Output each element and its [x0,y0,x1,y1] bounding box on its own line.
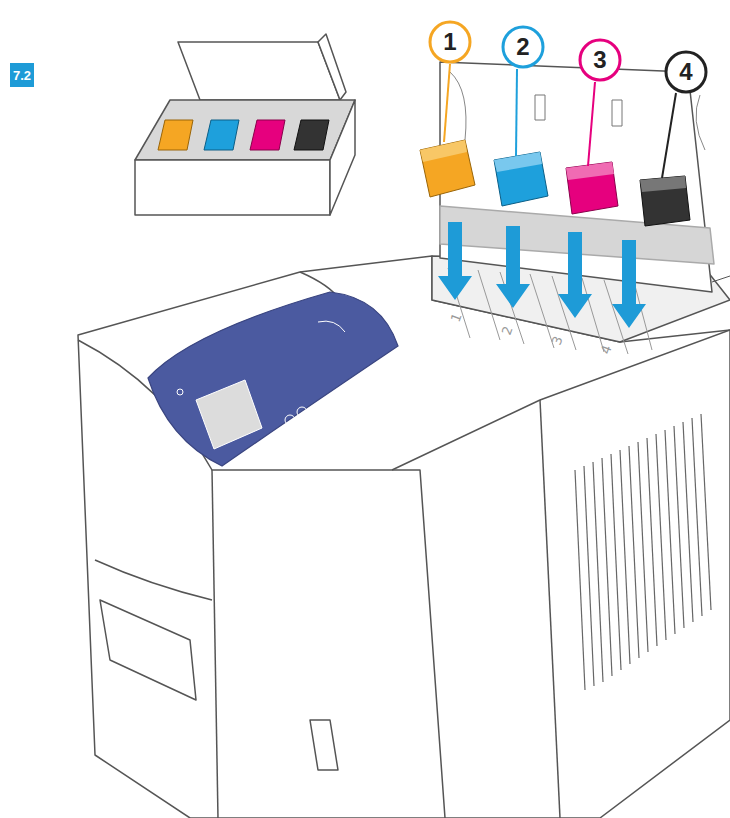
ink-stick-top [566,162,614,180]
callout-number: 4 [679,58,692,86]
printer-outline [78,256,730,818]
boxed-stick [294,120,329,150]
step-number: 7.2 [13,68,31,83]
body-seam [392,470,445,818]
ink-loader [432,62,730,354]
vent-line [683,422,693,622]
body-contour [95,560,212,600]
vent-line [575,470,585,690]
control-panel [148,292,398,466]
display-screen [196,380,262,449]
button [291,425,301,435]
vent-line [593,462,603,682]
vent-line [647,438,657,646]
body-contour [392,330,730,470]
button [303,418,313,428]
vent-line [620,450,630,664]
boxed-stick [250,120,285,150]
boxed-stick [204,120,239,150]
vent-line [638,442,648,652]
ink-stick [420,140,475,197]
insert-arrow [612,240,646,328]
panel-face [148,292,398,466]
insert-arrow [496,226,530,308]
callout-number: 1 [428,20,472,64]
callout-leaders [444,64,676,178]
callout-number: 3 [578,38,622,82]
slot-number: 3 [549,334,566,347]
button [285,415,295,425]
box-opening [135,100,355,160]
step-badge: 7.2 [10,63,34,87]
boxed-stick [158,120,193,150]
slot-number: 2 [499,324,516,337]
ink-box [135,34,355,215]
leader-line [662,93,676,178]
button [331,422,338,429]
door-hinge [450,72,705,150]
latch [310,720,338,770]
callout-number: 4 [664,50,708,94]
door-window [535,95,622,126]
callout-circle [666,52,706,92]
vent-line [692,418,702,616]
ink-stick-top [420,140,467,162]
vent-line [611,454,621,670]
vent-line [602,458,612,676]
vent-line [674,426,684,628]
tray-handle [100,600,196,700]
vent-line [629,446,639,658]
leader-line [516,69,517,156]
slot-number: 1 [448,311,465,324]
insert-arrow [438,222,472,300]
callout-number: 2 [501,25,545,69]
box-side [330,100,355,215]
insert-arrows [438,222,646,328]
vent-line [665,430,675,634]
vent-line [701,414,711,610]
leader-line [444,64,450,142]
ink-stick [640,176,690,226]
printer-body [78,256,730,818]
callout-circle [580,40,620,80]
vent-line [584,466,594,686]
callout-circle [430,22,470,62]
ink-sticks [420,140,690,226]
button [319,431,326,438]
button [177,389,183,395]
vent-grille [575,414,711,690]
button [297,407,307,417]
ink-stick [494,152,548,206]
callout-circle [503,27,543,67]
badge-shape [10,63,34,87]
body-seam [540,400,560,818]
leader-line [712,276,730,282]
box-lid [178,42,340,100]
ink-stick-top [494,152,542,172]
insert-arrow [558,232,592,318]
slot-number: 4 [598,343,615,356]
callout-number: 2 [516,33,529,61]
vent-line [656,434,666,640]
callout-number: 1 [443,28,456,56]
box-lid-edge [318,34,346,100]
ink-stick-top [640,176,686,192]
panel-detail [318,321,345,332]
box-front [135,160,330,215]
ink-stick [566,162,618,214]
body-seam [212,470,218,818]
callout-number: 3 [593,46,606,74]
leader-line [588,82,595,166]
